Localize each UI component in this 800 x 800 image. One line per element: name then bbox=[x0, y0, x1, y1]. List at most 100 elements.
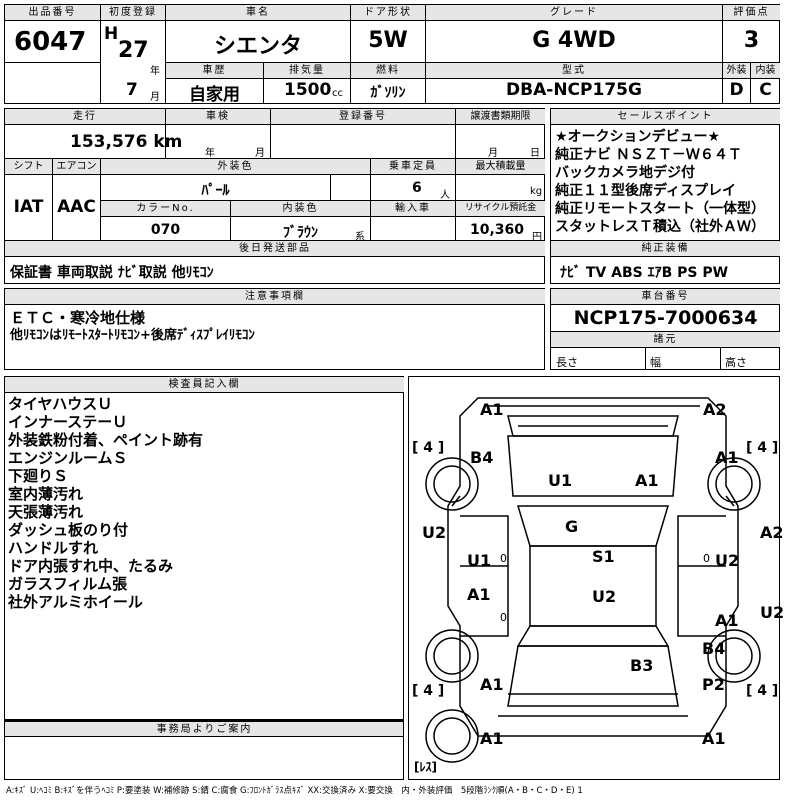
exterior-grade-value: D bbox=[729, 80, 744, 100]
color-no-value: 070 bbox=[150, 222, 181, 238]
damage-mark: A1 bbox=[635, 471, 659, 490]
shift-label: シフト bbox=[5, 159, 52, 175]
recycle-label: リサイクル預託金 bbox=[456, 201, 545, 217]
history-value: 自家用 bbox=[189, 85, 240, 105]
inspection-year-unit: 年 bbox=[205, 148, 215, 159]
score-label: 評価点 bbox=[723, 5, 780, 21]
zero-mark: 0 bbox=[500, 611, 507, 624]
tire-tread: [ 4 ] bbox=[746, 440, 779, 456]
first-reg-year: 27 bbox=[118, 38, 149, 63]
damage-mark: A1 bbox=[715, 448, 739, 467]
inspector-line: タイヤハウスＵ bbox=[8, 395, 113, 413]
doors-value: 5W bbox=[368, 28, 408, 53]
damage-mark: U1 bbox=[467, 551, 492, 570]
inspector-line: 天張薄汚れ bbox=[8, 503, 84, 521]
office-label: 事務局よりご案内 bbox=[5, 721, 404, 737]
sales-point-item: バックカメラ地デジ付 bbox=[555, 165, 695, 181]
inspector-line: ドア内張すれ中、たるみ bbox=[8, 557, 174, 575]
displacement-value: 1500 bbox=[284, 80, 332, 100]
damage-mark: U2 bbox=[715, 551, 740, 570]
model-value: DBA-NCP175G bbox=[506, 80, 642, 100]
legend: A:ｷｽﾞ U:ﾍｺﾐ B:ｷｽﾞを伴うﾍｺﾐ P:要塗装 W:補修跡 S:錆 … bbox=[6, 786, 583, 796]
damage-mark: A1 bbox=[702, 729, 726, 748]
inspector-line: 社外アルミホイール bbox=[8, 593, 143, 611]
car-name-label: 車名 bbox=[166, 5, 350, 21]
damage-mark: G bbox=[565, 517, 579, 536]
header-block bbox=[4, 4, 780, 104]
damage-mark: U2 bbox=[422, 523, 447, 542]
first-reg-month-unit: 月 bbox=[150, 92, 160, 103]
later-parts-box bbox=[4, 256, 545, 284]
fuel-value: ｶﾞｿﾘﾝ bbox=[370, 85, 406, 101]
first-reg-label: 初度登録 bbox=[101, 5, 165, 21]
chassis-box bbox=[550, 288, 780, 370]
displacement-label: 排気量 bbox=[264, 63, 350, 79]
later-parts-value: 保証書 車両取説 ﾅﾋﾞ取説 他ﾘﾓｺﾝ bbox=[10, 265, 214, 281]
damage-mark: A1 bbox=[467, 585, 491, 604]
history-label: 車歴 bbox=[166, 63, 263, 79]
chassis-label: 車台番号 bbox=[551, 289, 780, 305]
sales-points-box bbox=[550, 108, 780, 284]
inspector-line: ハンドルすれ bbox=[8, 539, 99, 557]
damage-mark: U2 bbox=[592, 587, 617, 606]
int-color-label: 内装色 bbox=[231, 201, 370, 217]
zero-mark: 0 bbox=[703, 552, 710, 565]
lot-label: 出品番号 bbox=[5, 5, 100, 21]
inspector-line: 外装鉄粉付着、ペイント跡有 bbox=[8, 431, 204, 449]
sales-point-item: スタットレスＴ積込（社外ＡＷ） bbox=[555, 219, 765, 235]
sales-point-item: ★オークションデビュー★ bbox=[555, 129, 721, 145]
later-parts-label: 後日発送部品 bbox=[5, 241, 545, 257]
spec-width-label: 幅 bbox=[650, 356, 661, 369]
lot-number: 6047 bbox=[14, 27, 87, 57]
inspector-line: ガラスフィルム張 bbox=[8, 575, 128, 593]
tire-tread: [ 4 ] bbox=[746, 683, 779, 699]
transfer-month-unit: 月 bbox=[488, 148, 498, 159]
doors-label: ドア形状 bbox=[351, 5, 425, 21]
zero-mark: 0 bbox=[500, 552, 507, 565]
displacement-unit: cc bbox=[332, 88, 343, 99]
interior-grade-label: 内装 bbox=[751, 63, 780, 79]
notes-line: 他ﾘﾓｺﾝはﾘﾓｰﾄｽﾀｰﾄﾘﾓｺﾝ+後席ﾃﾞｨｽﾌﾟﾚｲﾘﾓｺﾝ bbox=[10, 328, 255, 343]
reg-no-label: 登録番号 bbox=[271, 109, 455, 125]
sales-point-item: 純正１１型後席ディスプレイ bbox=[555, 183, 737, 199]
capacity-label: 乗車定員 bbox=[371, 159, 455, 175]
grade-value: G 4WD bbox=[532, 28, 616, 53]
equipment-value: ﾅﾋﾞ TV ABS ｴｱB PS PW bbox=[560, 265, 729, 281]
mileage-value: 153,576 km bbox=[70, 132, 183, 152]
tire-tread: [ﾚｽ] bbox=[414, 760, 437, 774]
damage-mark: A1 bbox=[715, 611, 739, 630]
damage-mark: P2 bbox=[702, 675, 725, 694]
first-reg-year-unit: 年 bbox=[150, 66, 160, 77]
damage-mark: A1 bbox=[480, 675, 504, 694]
notes-line: ＥＴＣ・寒冷地仕様 bbox=[10, 309, 146, 327]
interior-grade-value: C bbox=[759, 80, 772, 100]
grade-label: グレード bbox=[426, 5, 722, 21]
notes-label: 注意事項欄 bbox=[5, 289, 545, 305]
score-value: 3 bbox=[743, 28, 760, 53]
damage-mark: A2 bbox=[760, 523, 784, 542]
ext-color-label: 外装色 bbox=[101, 159, 370, 175]
shift-value: IAT bbox=[13, 197, 44, 217]
aircon-value: AAC bbox=[57, 197, 96, 217]
ext-color-value: ﾊﾟｰﾙ bbox=[201, 183, 230, 199]
damage-mark: B4 bbox=[470, 448, 494, 467]
first-reg-era: H bbox=[104, 24, 119, 44]
inspector-line: インナーステーＵ bbox=[8, 413, 128, 431]
inspection-label: 車検 bbox=[166, 109, 270, 125]
inspector-line: ダッシュ板のり付 bbox=[8, 521, 129, 539]
inspection-month-unit: 月 bbox=[255, 148, 265, 159]
damage-mark: B3 bbox=[630, 656, 654, 675]
fuel-label: 燃料 bbox=[351, 63, 425, 79]
int-color-value: ﾌﾞﾗｳﾝ bbox=[283, 225, 318, 241]
max-load-unit: kg bbox=[530, 186, 543, 197]
int-color-unit: 系 bbox=[355, 232, 365, 243]
recycle-unit: 円 bbox=[532, 232, 542, 243]
spec-length-label: 長さ bbox=[556, 356, 578, 369]
inspector-line: 室内薄汚れ bbox=[8, 485, 84, 503]
damage-mark: A1 bbox=[480, 400, 504, 419]
inspector-line: 下廻りＳ bbox=[8, 467, 69, 485]
damage-mark: U1 bbox=[548, 471, 573, 490]
car-name: シエンタ bbox=[213, 34, 302, 59]
damage-mark: B4 bbox=[702, 639, 726, 658]
aircon-label: エアコン bbox=[53, 159, 100, 175]
